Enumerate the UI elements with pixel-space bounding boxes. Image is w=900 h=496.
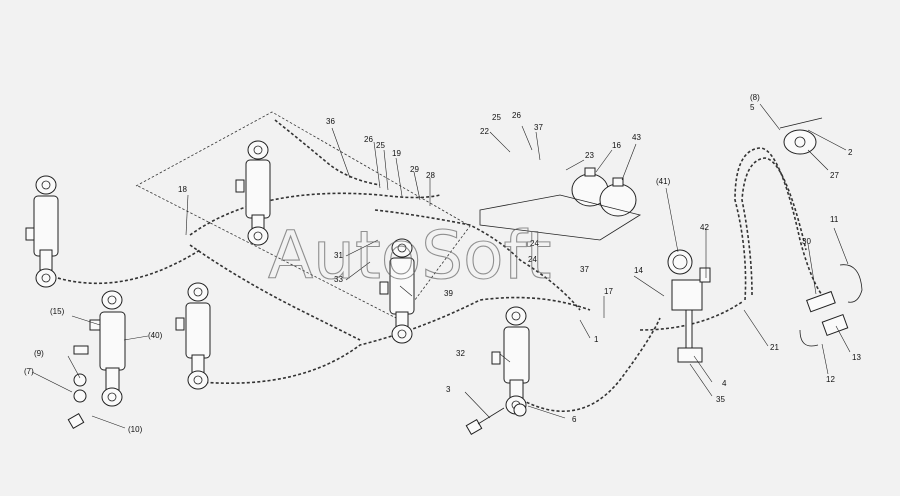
- label-37b: 37: [580, 265, 589, 274]
- label-13: 13: [852, 353, 861, 362]
- label-31: 31: [334, 251, 343, 260]
- label-6: 6: [572, 415, 577, 424]
- cylinder-center: [175, 282, 211, 390]
- flange-27: [779, 117, 823, 155]
- label-15: (15): [50, 307, 65, 316]
- label-27: 27: [830, 171, 839, 180]
- label-19: 19: [392, 149, 401, 158]
- label-5: 5: [750, 103, 755, 112]
- label-14: 14: [634, 266, 643, 275]
- label-8: (8): [750, 93, 760, 102]
- watermark-logo: AutoSoft: [267, 216, 552, 294]
- part-labels: 1 2 3 4 5 6 (9) (7) (10) (8) 11 12 13 14…: [24, 93, 861, 434]
- label-41: (41): [656, 177, 671, 186]
- label-28: 28: [426, 171, 435, 180]
- label-23: 23: [585, 151, 594, 160]
- label-43: 43: [632, 133, 641, 142]
- label-9: (9): [34, 349, 44, 358]
- cylinder-39: [379, 238, 415, 344]
- label-37a: 37: [534, 123, 543, 132]
- bolts: [67, 373, 527, 436]
- label-36: 36: [326, 117, 335, 126]
- label-18: 18: [178, 185, 187, 194]
- label-30: 30: [802, 237, 811, 246]
- couplings: [799, 264, 863, 347]
- cylinder-32: [491, 306, 530, 415]
- label-26a: 26: [512, 111, 521, 120]
- label-17: 17: [604, 287, 613, 296]
- label-24b: 24: [528, 255, 537, 264]
- accumulators: [479, 167, 642, 241]
- label-1: 1: [594, 335, 599, 344]
- label-16: 16: [612, 141, 621, 150]
- cylinder-left: [25, 175, 59, 288]
- assembly-frame: [135, 111, 471, 321]
- label-35: 35: [716, 395, 725, 404]
- label-10: (10): [128, 425, 143, 434]
- label-4: 4: [722, 379, 727, 388]
- label-21: 21: [770, 343, 779, 352]
- label-29: 29: [410, 165, 419, 174]
- label-40: (40): [148, 331, 163, 340]
- label-25b: 25: [376, 141, 385, 150]
- label-26b: 26: [364, 135, 373, 144]
- label-25a: 25: [492, 113, 501, 122]
- label-39: 39: [444, 289, 453, 298]
- cylinder-upper: [235, 140, 271, 246]
- valve-block: [667, 249, 711, 363]
- svg-text:AutoSoft: AutoSoft: [268, 217, 551, 294]
- label-42: 42: [700, 223, 709, 232]
- label-7: (7): [24, 367, 34, 376]
- label-11: 11: [830, 215, 839, 224]
- label-33: 33: [334, 275, 343, 284]
- cylinder-15-40: [73, 290, 126, 407]
- label-12: 12: [826, 375, 835, 384]
- leader-lines: [31, 103, 851, 429]
- label-2: 2: [848, 148, 853, 157]
- label-32: 32: [456, 349, 465, 358]
- label-24a: 24: [530, 239, 539, 248]
- label-22: 22: [480, 127, 489, 136]
- label-3: 3: [446, 385, 451, 394]
